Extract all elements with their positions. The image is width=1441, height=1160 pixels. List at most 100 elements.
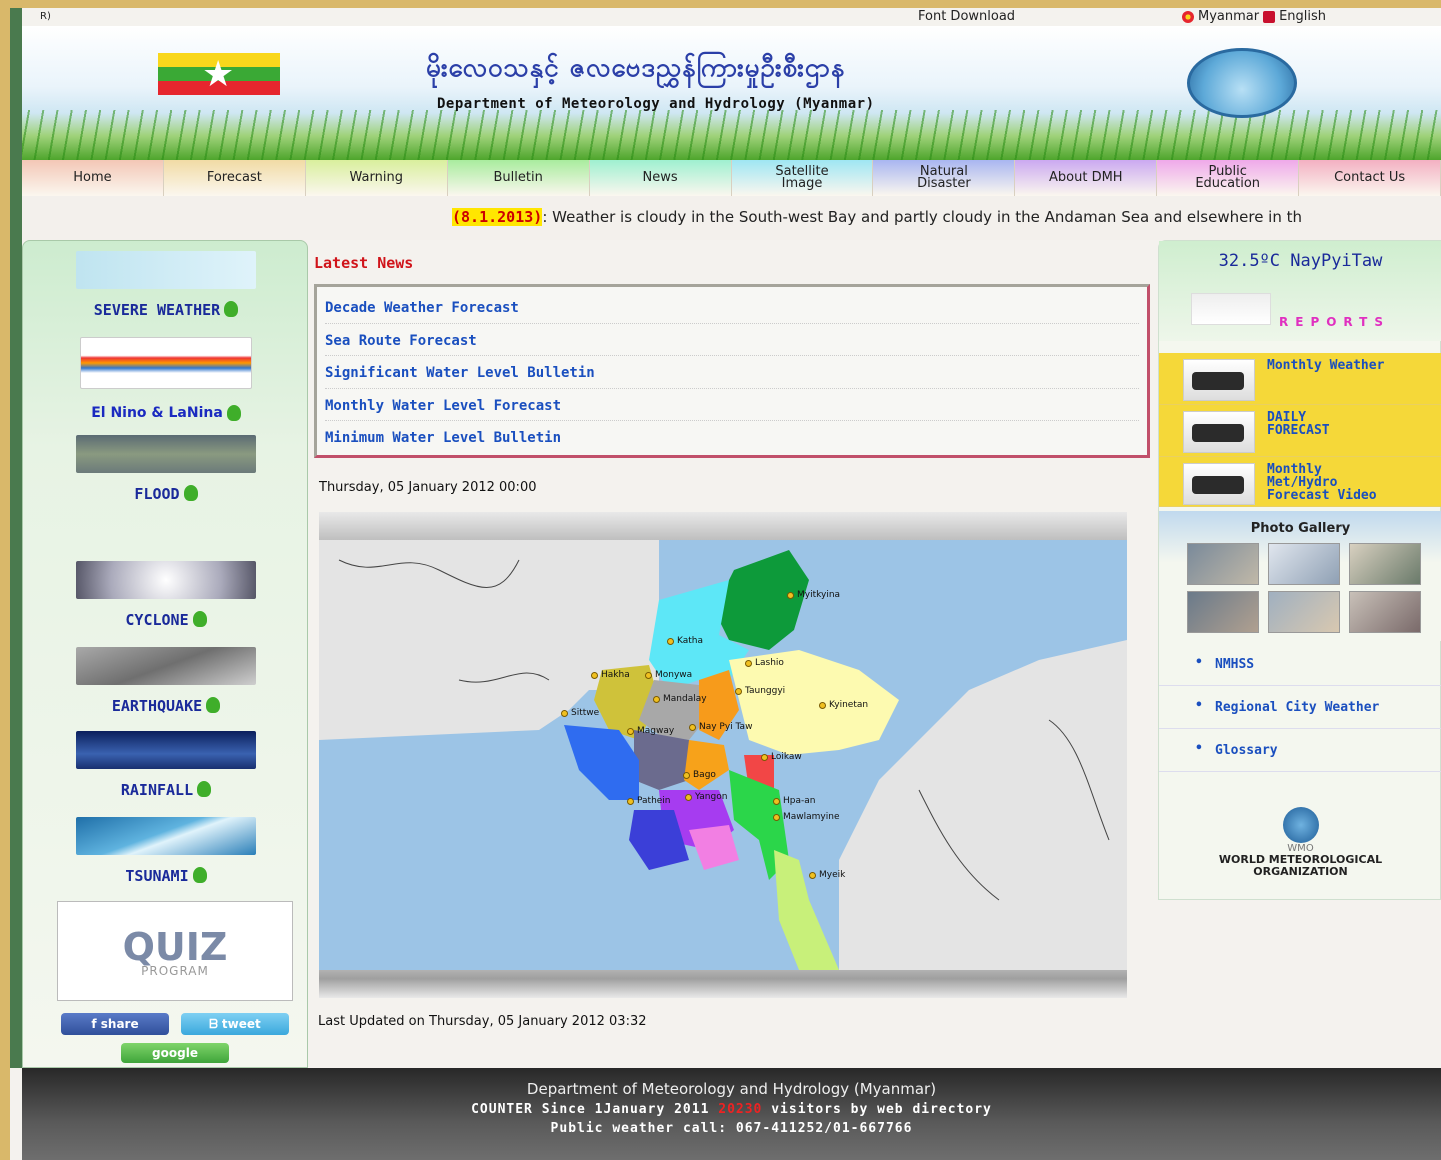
map-city-label: Lashio — [755, 658, 784, 668]
nav-item-satellite-image[interactable]: Satellite Image — [731, 160, 874, 196]
nav-item-bulletin[interactable]: Bulletin — [447, 160, 590, 196]
rain-cloud-icon — [76, 251, 256, 289]
gallery-photo[interactable] — [1268, 591, 1340, 633]
news-link[interactable]: Decade Weather Forecast — [325, 291, 1139, 324]
news-link[interactable]: Significant Water Level Bulletin — [325, 356, 1139, 389]
map-city-dot — [745, 660, 752, 667]
bulb-icon — [192, 611, 207, 627]
map-city-dot — [689, 724, 696, 731]
news-link[interactable]: Minimum Water Level Bulletin — [325, 430, 562, 446]
map-city-label: Hakha — [601, 670, 630, 680]
link-label: Glossary — [1215, 743, 1278, 758]
nav-item-public-education[interactable]: Public Education — [1157, 160, 1300, 196]
page: R) Font Download Myanmar English ★ မိုးလ… — [10, 8, 1441, 1160]
site-title-myanmar: မိုးလေဝသနှင့် ဇလဗေဒညွှန်ကြားမှုဦးစီးဌာန — [426, 53, 846, 83]
map-city-label: Loikaw — [771, 752, 802, 762]
cyclone-item[interactable]: CYCLONE — [23, 561, 309, 629]
map-city-label: Katha — [677, 636, 704, 646]
map-city-label: Nay Pyi Taw — [699, 722, 753, 732]
counter-value: 20230 — [718, 1102, 763, 1117]
map-city-dot — [773, 798, 780, 805]
font-download-link[interactable]: Font Download — [918, 9, 1016, 24]
rainfall-item[interactable]: RAINFALL — [23, 731, 309, 799]
bulb-icon — [197, 781, 212, 797]
map-city-dot — [773, 814, 780, 821]
severe-weather-item[interactable]: SEVERE WEATHER — [23, 251, 309, 319]
earthquake-item[interactable]: EARTHQUAKE — [23, 647, 309, 715]
video-label: Monthly Met/Hydro Forecast Video — [1267, 462, 1377, 503]
gallery-photo[interactable] — [1268, 543, 1340, 585]
tsunami-photo — [76, 817, 256, 855]
gallery-photo[interactable] — [1187, 543, 1259, 585]
nav-item-forecast[interactable]: Forecast — [163, 160, 306, 196]
link-glossary[interactable]: Glossary — [1159, 729, 1441, 772]
photo-gallery: Photo Gallery — [1159, 511, 1441, 641]
gallery-photo[interactable] — [1349, 543, 1421, 585]
myanmar-flag-image: ★ — [158, 53, 280, 95]
flood-item[interactable]: FLOOD — [23, 435, 309, 503]
photo-gallery-title: Photo Gallery — [1250, 521, 1351, 536]
header-banner: ★ မိုးလေဝသနှင့် ဇလဗေဒညွှန်ကြားမှုဦးစီးဌာ… — [22, 26, 1441, 160]
quiz-title: QUIZ — [122, 925, 228, 969]
map-city-dot — [685, 794, 692, 801]
gallery-photo[interactable] — [1187, 591, 1259, 633]
nav-item-warning[interactable]: Warning — [305, 160, 448, 196]
news-link[interactable]: Monthly Water Level Forecast — [325, 389, 1139, 421]
video-monthly-met-hydro[interactable]: Monthly Met/Hydro Forecast Video — [1159, 457, 1441, 507]
map-city-label: Myeik — [819, 870, 846, 880]
top-strip: R) Font Download Myanmar English — [22, 8, 1441, 26]
reports-label[interactable]: REPORTS — [1279, 315, 1390, 329]
star-icon: ★ — [202, 54, 235, 95]
el-nino-item[interactable]: El Nino & LaNina — [23, 337, 309, 421]
map-city-dot — [627, 798, 634, 805]
facebook-share-button[interactable]: f share — [61, 1013, 169, 1035]
link-nmhss[interactable]: NMHSS — [1159, 643, 1441, 686]
rainfall-label: RAINFALL — [120, 781, 194, 799]
article-date: Thursday, 05 January 2012 00:00 — [319, 480, 537, 495]
footer-phone: Public weather call: 067-411252/01-66776… — [550, 1121, 913, 1136]
nav-item-news[interactable]: News — [589, 160, 732, 196]
nav-item-contact-us[interactable]: Contact Us — [1299, 160, 1441, 196]
video-camera-icon — [1183, 411, 1255, 453]
map-city-label: Sittwe — [571, 708, 600, 718]
video-camera-icon — [1183, 463, 1255, 505]
quiz-program-banner[interactable]: QUIZ PROGRAM — [57, 901, 293, 1001]
nav-item-natural-disaster[interactable]: Natural Disaster — [873, 160, 1016, 196]
latest-news-heading: Latest News — [314, 254, 414, 272]
map-city-dot — [819, 702, 826, 709]
video-monthly-weather[interactable]: Monthly Weather — [1159, 353, 1441, 405]
map-svg — [319, 540, 1127, 970]
lang-myanmar-link[interactable]: Myanmar — [1198, 9, 1260, 24]
map-city-label: Bago — [693, 770, 716, 780]
tsunami-item[interactable]: TSUNAMI — [23, 817, 309, 885]
cyclone-photo — [76, 561, 256, 599]
wmo-short: WMO — [1287, 843, 1314, 854]
site-title-english: Department of Meteorology and Hydrology … — [437, 96, 875, 112]
map-city-dot — [561, 710, 568, 717]
map-city-dot — [645, 672, 652, 679]
wmo-logo[interactable]: WMO WORLD METEOROLOGICAL ORGANIZATION — [1159, 807, 1441, 878]
map-city-label: Kyinetan — [829, 700, 869, 710]
nav-item-home[interactable]: Home — [22, 160, 164, 196]
lang-english-link[interactable]: English — [1279, 9, 1327, 24]
flood-photo — [76, 435, 256, 473]
google-share-button[interactable]: google — [121, 1043, 229, 1063]
gallery-photo[interactable] — [1349, 591, 1421, 633]
map-city-label: Taunggyi — [745, 686, 786, 696]
video-daily-forecast[interactable]: DAILY FORECAST — [1159, 405, 1441, 457]
bulb-icon — [206, 697, 221, 713]
nav-item-about-dmh[interactable]: About DMH — [1015, 160, 1158, 196]
news-link[interactable]: Sea Route Forecast — [325, 324, 1139, 356]
dmh-logo[interactable] — [1187, 48, 1297, 118]
video-label: DAILY FORECAST — [1267, 410, 1330, 438]
footer-title: Department of Meteorology and Hydrology … — [526, 1080, 937, 1098]
counter-prefix: COUNTER Since 1January 2011 — [471, 1102, 719, 1117]
myanmar-flag-icon — [1182, 10, 1194, 23]
map-city-label: Magway — [637, 726, 675, 736]
globe-icon — [1282, 807, 1319, 843]
link-regional-city-weather[interactable]: Regional City Weather — [1159, 686, 1441, 729]
